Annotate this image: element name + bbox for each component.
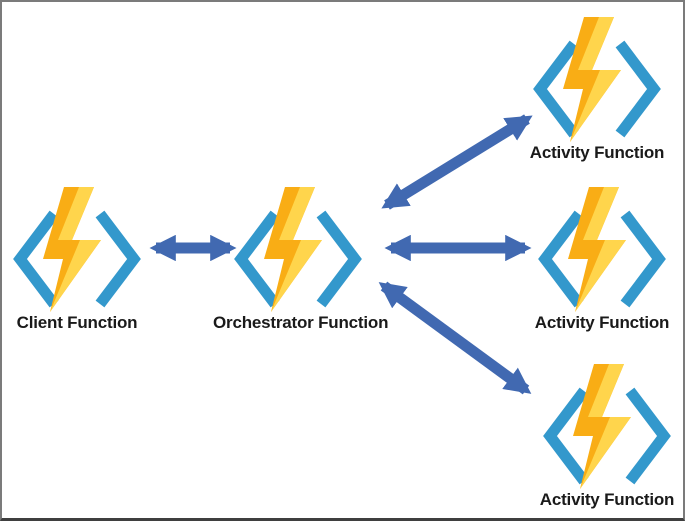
client-function-label: Client Function (16, 313, 138, 332)
arrow-orchestrator-activity-top (381, 114, 533, 210)
azure-functions-icon (12, 187, 142, 312)
orchestrator-function-label: Orchestrator Function (213, 313, 389, 332)
node-activity-function-bottom: Activity Function (522, 364, 683, 510)
activity-function-top-label: Activity Function (529, 143, 665, 162)
azure-functions-icon (532, 17, 662, 142)
azure-functions-icon (233, 187, 363, 312)
activity-function-bottom-label: Activity Function (539, 490, 675, 509)
node-activity-function-middle: Activity Function (517, 187, 683, 333)
node-orchestrator-function: Orchestrator Function (213, 187, 389, 333)
azure-functions-icon (537, 187, 667, 312)
node-client-function: Client Function (0, 187, 162, 333)
node-activity-function-top: Activity Function (512, 17, 682, 163)
arrow-orchestrator-activity-bottom (378, 281, 532, 395)
azure-functions-icon (542, 364, 672, 489)
activity-function-middle-label: Activity Function (534, 313, 670, 332)
